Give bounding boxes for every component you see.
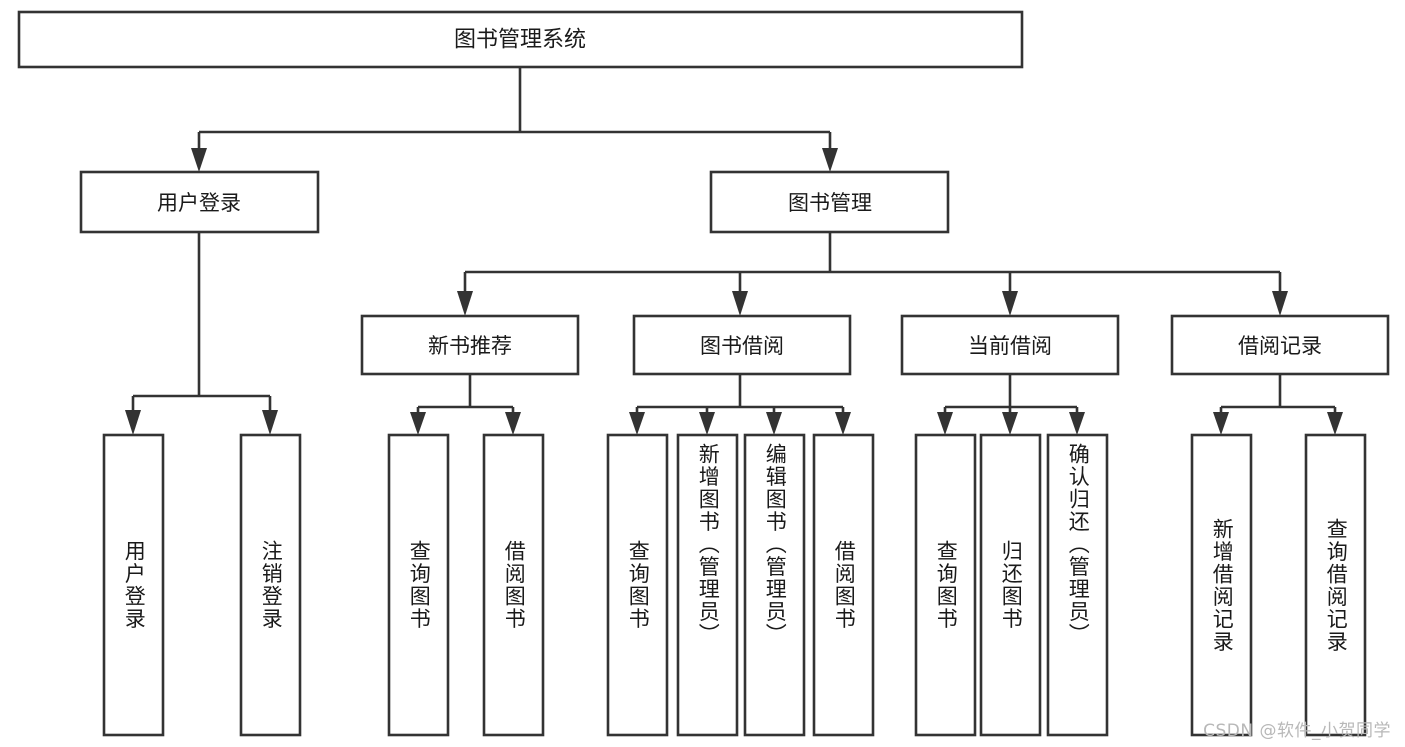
arrow-currentborrow-leaf-2	[1002, 412, 1018, 435]
node-book-borrow-label: 图书借阅	[700, 334, 784, 358]
node-new-book-recommend-box[interactable]	[360, 314, 580, 376]
arrow-to-bookborrow	[732, 291, 748, 316]
arrow-borrowrecord-leaf-1	[1213, 412, 1229, 435]
arrow-to-newbook	[457, 291, 473, 316]
leaf-user-login-1-box[interactable]	[102, 433, 165, 737]
csdn-watermark: CSDN @软件_小贺同学	[1203, 721, 1391, 741]
node-root-label: 图书管理系统	[454, 28, 586, 53]
node-current-borrow-box[interactable]	[900, 314, 1120, 376]
leaf-current-borrow-3-box[interactable]	[1046, 433, 1109, 737]
arrow-to-user-login	[191, 148, 207, 172]
arrow-bookborrow-leaf-1	[629, 412, 645, 435]
leaf-book-borrow-4-box[interactable]	[812, 433, 875, 737]
arrow-userlogin-leaf-1	[125, 410, 141, 435]
arrow-to-borrowrecord	[1272, 291, 1288, 316]
arrow-currentborrow-leaf-3	[1069, 412, 1085, 435]
connector-layer	[125, 67, 1343, 435]
leaf-new-book-1-box[interactable]	[387, 433, 450, 737]
node-root-box[interactable]	[17, 10, 1024, 69]
arrow-userlogin-leaf-2	[262, 410, 278, 435]
arrow-bookborrow-leaf-2	[699, 412, 715, 435]
leaf-borrow-record-2-box[interactable]	[1304, 433, 1367, 737]
arrow-to-currentborrow	[1002, 291, 1018, 316]
arrow-bookborrow-leaf-4	[835, 412, 851, 435]
node-borrow-record-label: 借阅记录	[1238, 334, 1322, 358]
arrow-to-book-manage	[822, 148, 838, 172]
leaf-current-borrow-1-box[interactable]	[914, 433, 977, 737]
node-user-login-box[interactable]	[79, 170, 320, 234]
leaf-new-book-2-box[interactable]	[482, 433, 545, 737]
node-book-borrow-box[interactable]	[632, 314, 852, 376]
leaf-borrow-record-1-box[interactable]	[1190, 433, 1253, 737]
arrow-newbook-leaf-2	[505, 412, 521, 435]
node-current-borrow-label: 当前借阅	[968, 334, 1052, 358]
node-book-manage-box[interactable]	[709, 170, 950, 234]
node-user-login-label: 用户登录	[157, 191, 241, 215]
node-book-manage-label: 图书管理	[788, 191, 872, 215]
node-layer: 图书管理系统 用户登录 图书管理 新书推荐 图书借阅 当前借阅 借阅记录	[17, 10, 1390, 737]
leaf-current-borrow-2-box[interactable]	[979, 433, 1042, 737]
arrow-borrowrecord-leaf-2	[1327, 412, 1343, 435]
leaf-book-borrow-3-box[interactable]	[743, 433, 806, 737]
arrow-currentborrow-leaf-1	[937, 412, 953, 435]
arrow-newbook-leaf-1	[410, 412, 426, 435]
node-borrow-record-box[interactable]	[1170, 314, 1390, 376]
leaf-book-borrow-1-box[interactable]	[606, 433, 669, 737]
node-new-book-recommend-label: 新书推荐	[428, 334, 512, 358]
leaf-user-login-2-box[interactable]	[239, 433, 302, 737]
arrow-bookborrow-leaf-3	[766, 412, 782, 435]
leaf-book-borrow-2-box[interactable]	[676, 433, 739, 737]
